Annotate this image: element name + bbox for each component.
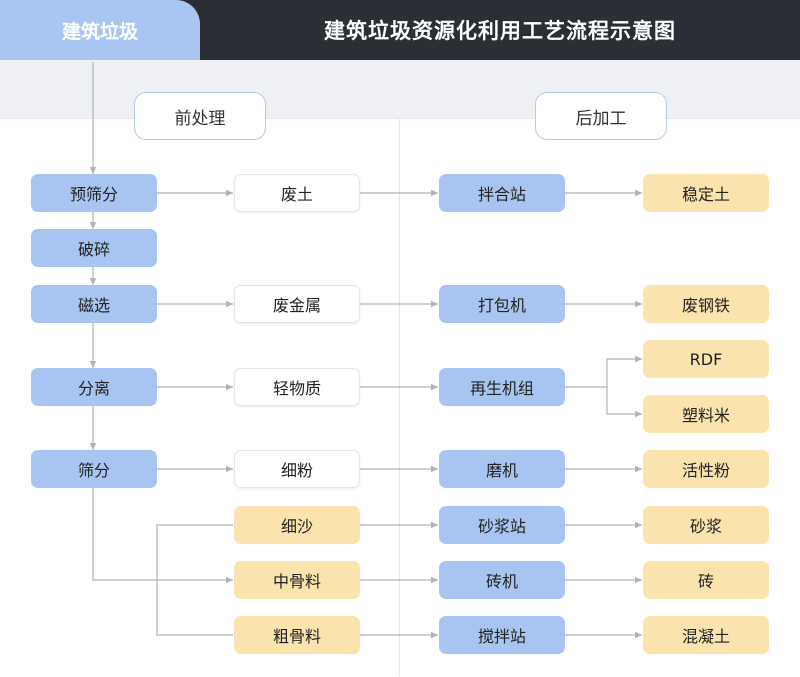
node-mixing-station: 拌合站 <box>439 174 565 212</box>
node-active-powder: 活性粉 <box>643 450 769 488</box>
node-mortar-station: 砂浆站 <box>439 506 565 544</box>
node-brick: 砖 <box>643 561 769 599</box>
sand-bracket <box>156 524 233 636</box>
node-rdf: RDF <box>643 340 769 378</box>
node-scrap-metal: 废金属 <box>234 285 360 323</box>
source-tab: 建筑垃圾 <box>0 0 200 60</box>
node-baler: 打包机 <box>439 285 565 323</box>
node-scrap-steel: 废钢铁 <box>643 285 769 323</box>
screen-to-medium-aggregate <box>92 488 233 584</box>
node-prescreen: 预筛分 <box>31 174 157 212</box>
node-fine-powder: 细粉 <box>234 450 360 488</box>
node-plastic-pellets: 塑料米 <box>643 395 769 433</box>
regen-to-plastic <box>606 387 642 418</box>
section-label-postprocessing: 后加工 <box>535 92 667 140</box>
node-brick-machine: 砖机 <box>439 561 565 599</box>
section-label-pretreatment: 前处理 <box>134 92 266 140</box>
node-waste-soil: 废土 <box>234 174 360 212</box>
node-fine-sand: 细沙 <box>234 506 360 544</box>
node-medium-aggregate: 中骨料 <box>234 561 360 599</box>
node-light-matter: 轻物质 <box>234 368 360 406</box>
node-magnetic: 磁选 <box>31 285 157 323</box>
node-grinder: 磨机 <box>439 450 565 488</box>
node-stabilized-soil: 稳定土 <box>643 174 769 212</box>
node-separate: 分离 <box>31 368 157 406</box>
node-crush: 破碎 <box>31 229 157 267</box>
node-concrete-station: 搅拌站 <box>439 616 565 654</box>
node-screen: 筛分 <box>31 450 157 488</box>
node-mortar: 砂浆 <box>643 506 769 544</box>
node-regen-unit: 再生机组 <box>439 368 565 406</box>
page-title: 建筑垃圾资源化利用工艺流程示意图 <box>324 19 676 43</box>
node-coarse-aggregate: 粗骨料 <box>234 616 360 654</box>
section-divider <box>399 118 400 676</box>
regen-to-rdf <box>606 355 642 387</box>
node-concrete: 混凝土 <box>643 616 769 654</box>
